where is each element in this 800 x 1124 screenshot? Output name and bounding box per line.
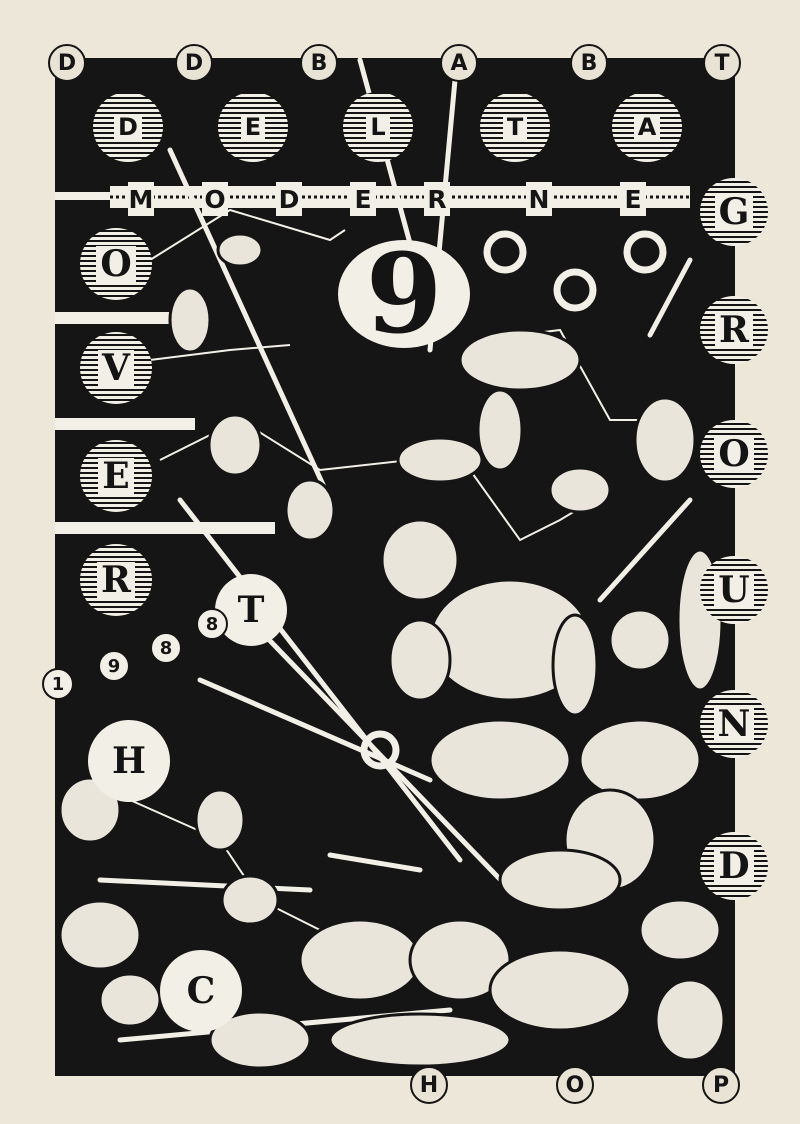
moderne-letter: N — [526, 182, 552, 216]
delta-letter: T — [480, 92, 550, 162]
gear-figure — [194, 788, 246, 852]
edge-letter: O — [556, 1066, 594, 1104]
gear-figure — [216, 232, 264, 268]
rod — [197, 677, 433, 783]
gear-figure — [638, 898, 722, 962]
rod — [647, 257, 693, 338]
moderne-letter: D — [276, 182, 302, 216]
moderne-letter: M — [128, 182, 154, 216]
gear-figure — [551, 613, 599, 717]
ring-icon — [483, 230, 527, 274]
gear-figure — [578, 718, 702, 802]
moderne-letter: E — [350, 182, 376, 216]
ring-icon — [360, 730, 400, 770]
linkage — [149, 208, 346, 261]
big-numeral: 9 — [338, 239, 470, 349]
year-digit: 8 — [150, 632, 182, 664]
rod — [177, 497, 463, 863]
hc-letter: C — [160, 950, 242, 1032]
gear-figure — [380, 518, 460, 602]
ground-letter: G — [700, 178, 768, 246]
gear-figure — [298, 918, 422, 1002]
strip — [55, 192, 135, 200]
linkage — [159, 418, 411, 472]
edge-letter: P — [702, 1066, 740, 1104]
gear-figure — [488, 948, 632, 1032]
strip — [55, 418, 195, 430]
edge-letter: B — [300, 44, 338, 82]
strip — [55, 312, 170, 324]
rod — [167, 147, 333, 503]
edge-letter: B — [570, 44, 608, 82]
gear-figure — [498, 848, 622, 912]
gear-figure — [428, 718, 572, 802]
gear-figure — [284, 478, 336, 542]
gear-figure — [633, 396, 697, 484]
year-digit: 9 — [98, 650, 130, 682]
delta-letter: L — [343, 92, 413, 162]
gear-figure — [208, 1010, 312, 1070]
rod — [597, 497, 693, 603]
gear-figure — [58, 899, 142, 971]
gear-figure — [396, 436, 484, 484]
moderne-letter: E — [620, 182, 646, 216]
year-digit: 1 — [42, 668, 74, 700]
gear-figure — [458, 328, 582, 392]
gear-figure — [408, 918, 512, 1002]
ground-letter: D — [700, 832, 768, 900]
gear-figure — [98, 972, 162, 1028]
covert-letter: O — [80, 228, 152, 300]
gear-figure — [548, 466, 612, 514]
linkage — [129, 799, 321, 931]
moderne-letter: R — [424, 182, 450, 216]
edge-letter: D — [48, 44, 86, 82]
gear-figure — [476, 388, 524, 472]
ring-icon — [553, 268, 597, 312]
edge-letter: D — [175, 44, 213, 82]
rod — [327, 852, 423, 873]
edge-letter: T — [703, 44, 741, 82]
gear-figure — [220, 874, 280, 926]
edge-letter: A — [440, 44, 478, 82]
delta-letter: D — [93, 92, 163, 162]
rod — [97, 877, 313, 893]
ground-letter: O — [700, 420, 768, 488]
ground-letter: R — [700, 296, 768, 364]
ground-letter: N — [700, 690, 768, 758]
gear-figure — [654, 978, 726, 1062]
hc-letter: H — [88, 720, 170, 802]
moderne-letter: O — [202, 182, 228, 216]
covert-letter: T — [215, 574, 287, 646]
edge-letter: H — [410, 1066, 448, 1104]
covert-letter: R — [80, 544, 152, 616]
gear-figure — [168, 286, 212, 354]
delta-letter: E — [218, 92, 288, 162]
linkage — [149, 344, 291, 361]
ring-icon — [623, 230, 667, 274]
gear-figure — [207, 413, 263, 477]
delta-letter: A — [612, 92, 682, 162]
year-digit: 8 — [196, 608, 228, 640]
ground-letter: U — [700, 556, 768, 624]
covert-letter: E — [80, 440, 152, 512]
gear-figure — [388, 618, 452, 702]
covert-letter: V — [80, 332, 152, 404]
gear-figure — [328, 1012, 512, 1068]
strip — [55, 522, 275, 534]
gear-figure — [608, 608, 672, 672]
